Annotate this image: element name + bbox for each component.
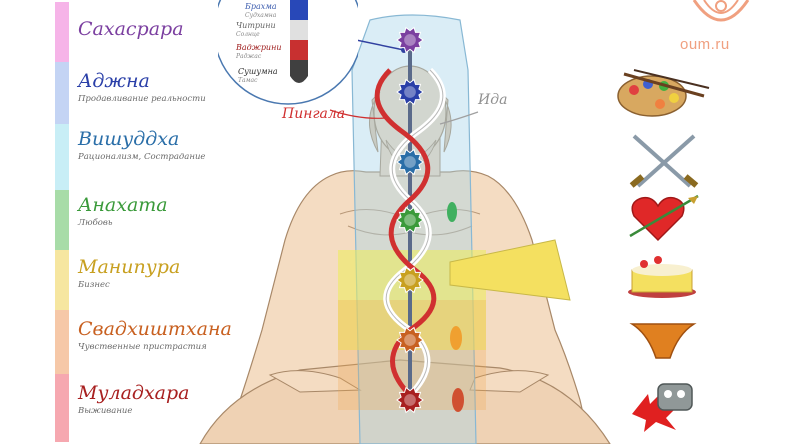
chakra-label-muladhara: Муладхара Выживание xyxy=(78,382,278,417)
chakra-description: Бизнес xyxy=(78,280,110,290)
chakra-name: Манипура xyxy=(78,256,181,278)
cake-icon xyxy=(628,256,696,298)
chakra-label-manipura: Манипура Бизнес xyxy=(78,256,278,291)
inset-name: Брахма xyxy=(245,2,277,11)
chakra-name: Сахасрара xyxy=(78,18,184,40)
color-bar-svadhisthana xyxy=(55,310,69,374)
inset-name: Читрини xyxy=(236,21,276,30)
palette-icon xyxy=(617,69,710,117)
inset-label-sushumna: Сушумна Тамас xyxy=(238,68,278,85)
energy-beam xyxy=(449,239,571,301)
inset-sub: Судхамна xyxy=(245,12,277,19)
chakra-name: Аджна xyxy=(78,70,150,92)
color-bar-anahata xyxy=(55,190,69,250)
inset-name: Сушумна xyxy=(238,67,278,76)
chakra-lotus-vishuddha xyxy=(396,148,424,176)
chakra-name: Муладхара xyxy=(78,382,190,404)
chakra-description: Рационализм, Сострадание xyxy=(78,152,206,162)
inset-sub: Тамас xyxy=(238,77,258,84)
chakra-description: Чувственные пристрастия xyxy=(78,342,207,352)
chakra-lotus-anahata xyxy=(396,206,424,234)
inset-label-brahma: Брахма Судхамна xyxy=(245,3,277,20)
color-bar-muladhara xyxy=(55,374,69,442)
underwear-icon xyxy=(629,323,697,359)
chakra-label-vishuddha: Вишуддха Рационализм, Сострадание xyxy=(78,128,278,163)
chakra-lotus-ajna xyxy=(396,78,424,106)
chakra-description: Продавливание реальности xyxy=(78,94,206,104)
inset-label-chitrini: Читрини Солнце xyxy=(236,22,276,39)
chakra-lotus-muladhara xyxy=(396,386,424,414)
chakra-lotus-sahasrara xyxy=(396,26,424,54)
inset-label-vajrini: Ваджрини Раджас xyxy=(236,44,282,61)
chakra-lotus-svadhisthana xyxy=(396,326,424,354)
inset-sub: Раджас xyxy=(236,53,262,60)
heart-arrow-icon xyxy=(629,194,699,242)
color-bar-manipura xyxy=(55,250,69,310)
pingala-label: Пингала xyxy=(282,106,346,122)
chakra-label-svadhisthana: Свадхиштхана Чувственные пристрастия xyxy=(78,318,278,353)
chakra-lotus-manipura xyxy=(396,266,424,294)
color-bar-sahasrara xyxy=(55,2,69,62)
chakra-label-ajna: Аджна Продавливание реальности xyxy=(78,70,278,105)
inset-sub: Солнце xyxy=(236,31,260,38)
brass-knuckles-icon xyxy=(632,383,693,432)
oum-logo-icon xyxy=(692,0,750,22)
chakra-name: Анахата xyxy=(78,194,168,216)
nadi-inset-circle xyxy=(218,0,358,105)
logo-text: oum.ru xyxy=(680,36,730,53)
chakra-label-anahata: Анахата Любовь xyxy=(78,194,278,229)
chakra-label-sahasrara: Сахасрара xyxy=(78,18,278,40)
chakra-description: Выживание xyxy=(78,406,133,416)
color-bar-ajna xyxy=(55,62,69,124)
ida-label: Ида xyxy=(478,92,508,108)
chakra-description: Любовь xyxy=(78,218,113,228)
inset-name: Ваджрини xyxy=(236,43,282,52)
chakra-name: Свадхиштхана xyxy=(78,318,232,340)
color-bar-vishuddha xyxy=(55,124,69,190)
crossed-swords-icon xyxy=(629,134,699,188)
chakra-name: Вишуддха xyxy=(78,128,180,150)
